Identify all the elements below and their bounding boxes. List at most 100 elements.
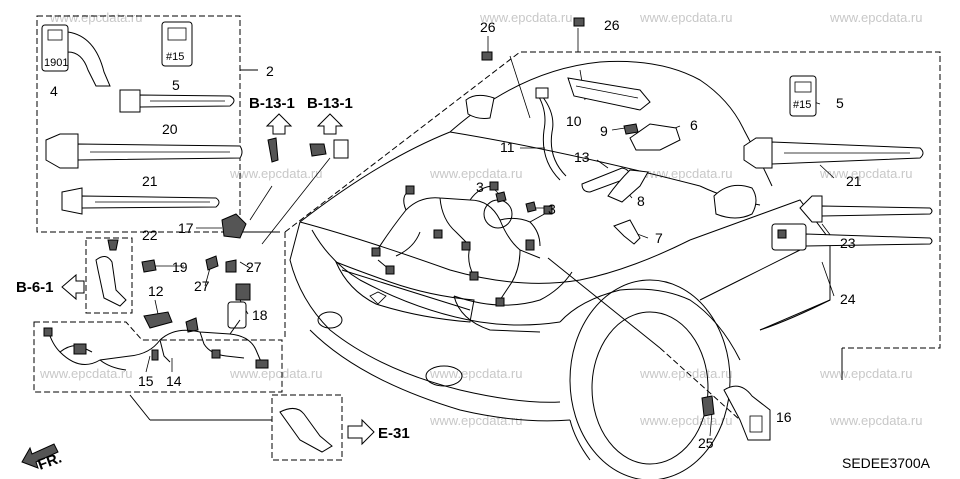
- clip-24: [771, 223, 933, 251]
- bolt-26: [481, 51, 493, 61]
- relay-18: [227, 283, 251, 329]
- svg-text:#15: #15: [793, 99, 811, 111]
- callout-7: 7: [655, 230, 663, 246]
- watermark: www.epcdata.ru: [639, 166, 733, 181]
- watermark: www.epcdata.ru: [429, 166, 523, 181]
- callout-2: 2: [266, 63, 274, 79]
- main-harness: [371, 181, 553, 307]
- nut-19: [141, 259, 157, 273]
- callout-5: 5: [836, 95, 844, 111]
- callout-3: 3: [476, 179, 484, 195]
- bolt-26: [573, 17, 585, 27]
- ref-b13-1: B-13-1: [307, 95, 353, 112]
- bracket-e31-box: [271, 394, 343, 461]
- callout-26: 26: [480, 19, 496, 35]
- watermark: www.epcdata.ru: [829, 10, 923, 25]
- band-clip-22: [61, 187, 220, 215]
- watermark: www.epcdata.ru: [639, 413, 733, 428]
- bracket-8: [607, 169, 649, 203]
- engine-harness: [43, 319, 269, 371]
- callout-6: 6: [690, 117, 698, 133]
- engine-harness-box: [33, 321, 283, 393]
- b6-1-arrow: [61, 273, 85, 301]
- watermark: www.epcdata.ru: [829, 413, 923, 428]
- watermark: www.epcdata.ru: [39, 366, 133, 381]
- callout-18: 18: [252, 307, 268, 323]
- callout-4: 4: [50, 83, 58, 99]
- ref-b13-1: B-13-1: [249, 95, 295, 112]
- clip-3: [495, 191, 507, 203]
- callout-25: 25: [698, 435, 714, 451]
- leader-lines: [129, 28, 843, 437]
- clip-9: [623, 123, 639, 135]
- callout-14: 14: [166, 373, 182, 389]
- callout-24: 24: [840, 291, 856, 307]
- bracket-b6-1: [95, 239, 127, 307]
- callout-9: 9: [600, 123, 608, 139]
- clip-part-5: #15: [161, 21, 193, 67]
- callout-15: 15: [138, 373, 154, 389]
- callout-17: 17: [178, 220, 194, 236]
- bracket-16: [723, 385, 771, 441]
- band-clip-20: [119, 89, 235, 113]
- b13-arrow-2: [309, 113, 349, 159]
- callout-26: 26: [604, 17, 620, 33]
- bolt-25: [701, 395, 715, 417]
- band-clip-21: [45, 133, 243, 169]
- watermark: www.epcdata.ru: [639, 366, 733, 381]
- callouts: 2 3 3 4 5 5 6 7 8 9 10 11 12 13 14 15 16…: [50, 17, 862, 451]
- callout-16: 16: [776, 409, 792, 425]
- watermark: www.epcdata.ru: [229, 166, 323, 181]
- watermark: www.epcdata.ru: [639, 10, 733, 25]
- reference-labels: B-13-1 B-13-1 B-6-1 E-31 FR. SEDEE3700A: [16, 95, 931, 474]
- callout-8: 8: [637, 193, 645, 209]
- watermark: www.epcdata.ru: [819, 366, 913, 381]
- ref-e31: E-31: [378, 425, 410, 442]
- bracket-7: [613, 219, 641, 245]
- watermark: www.epcdata.ru: [229, 366, 323, 381]
- callout-21: 21: [846, 173, 862, 189]
- front-arrow: [21, 443, 59, 469]
- callout-20: 20: [162, 121, 178, 137]
- svg-text:#15: #15: [166, 51, 184, 63]
- callout-5: 5: [172, 77, 180, 93]
- clip-23: [799, 195, 933, 223]
- harness-10: [567, 77, 651, 111]
- e31-arrow: [347, 418, 375, 446]
- bracket-e31: [279, 408, 333, 453]
- callout-3: 3: [548, 201, 556, 217]
- clip-3: [525, 201, 537, 213]
- holder-12: [143, 311, 173, 329]
- clip-part-5: #15: [789, 75, 817, 117]
- callout-12: 12: [148, 283, 164, 299]
- svg-text:1901: 1901: [44, 57, 68, 69]
- watermarks: www.epcdata.ru www.epcdata.ru www.epcdat…: [39, 10, 923, 428]
- bracket-6: [629, 123, 681, 151]
- callout-23: 23: [840, 235, 856, 251]
- ref-b6-1: B-6-1: [16, 279, 54, 296]
- b13-arrow-1: [265, 113, 293, 163]
- watermark: www.epcdata.ru: [429, 366, 523, 381]
- band-clip-21: [743, 137, 924, 169]
- callout-19: 19: [172, 259, 188, 275]
- callout-27: 27: [246, 259, 262, 275]
- callout-10: 10: [566, 113, 582, 129]
- vehicle-outline: [289, 60, 831, 479]
- watermark: www.epcdata.ru: [429, 413, 523, 428]
- diagram-code: SEDEE3700A: [842, 455, 931, 471]
- dash-harness-11: [535, 87, 567, 181]
- clip-27: [225, 259, 237, 273]
- callout-11: 11: [500, 139, 515, 155]
- watermark: www.epcdata.ru: [49, 10, 143, 25]
- callout-27: 27: [194, 278, 210, 294]
- grommet-17: [221, 213, 247, 239]
- main-harness-box: [284, 51, 941, 349]
- clip-part-4: 1901: [41, 24, 111, 87]
- watermark: www.epcdata.ru: [819, 166, 913, 181]
- clip-27: [205, 255, 219, 271]
- clip-27: [185, 317, 199, 333]
- bracket-box: [85, 237, 133, 314]
- callout-22: 22: [142, 227, 158, 243]
